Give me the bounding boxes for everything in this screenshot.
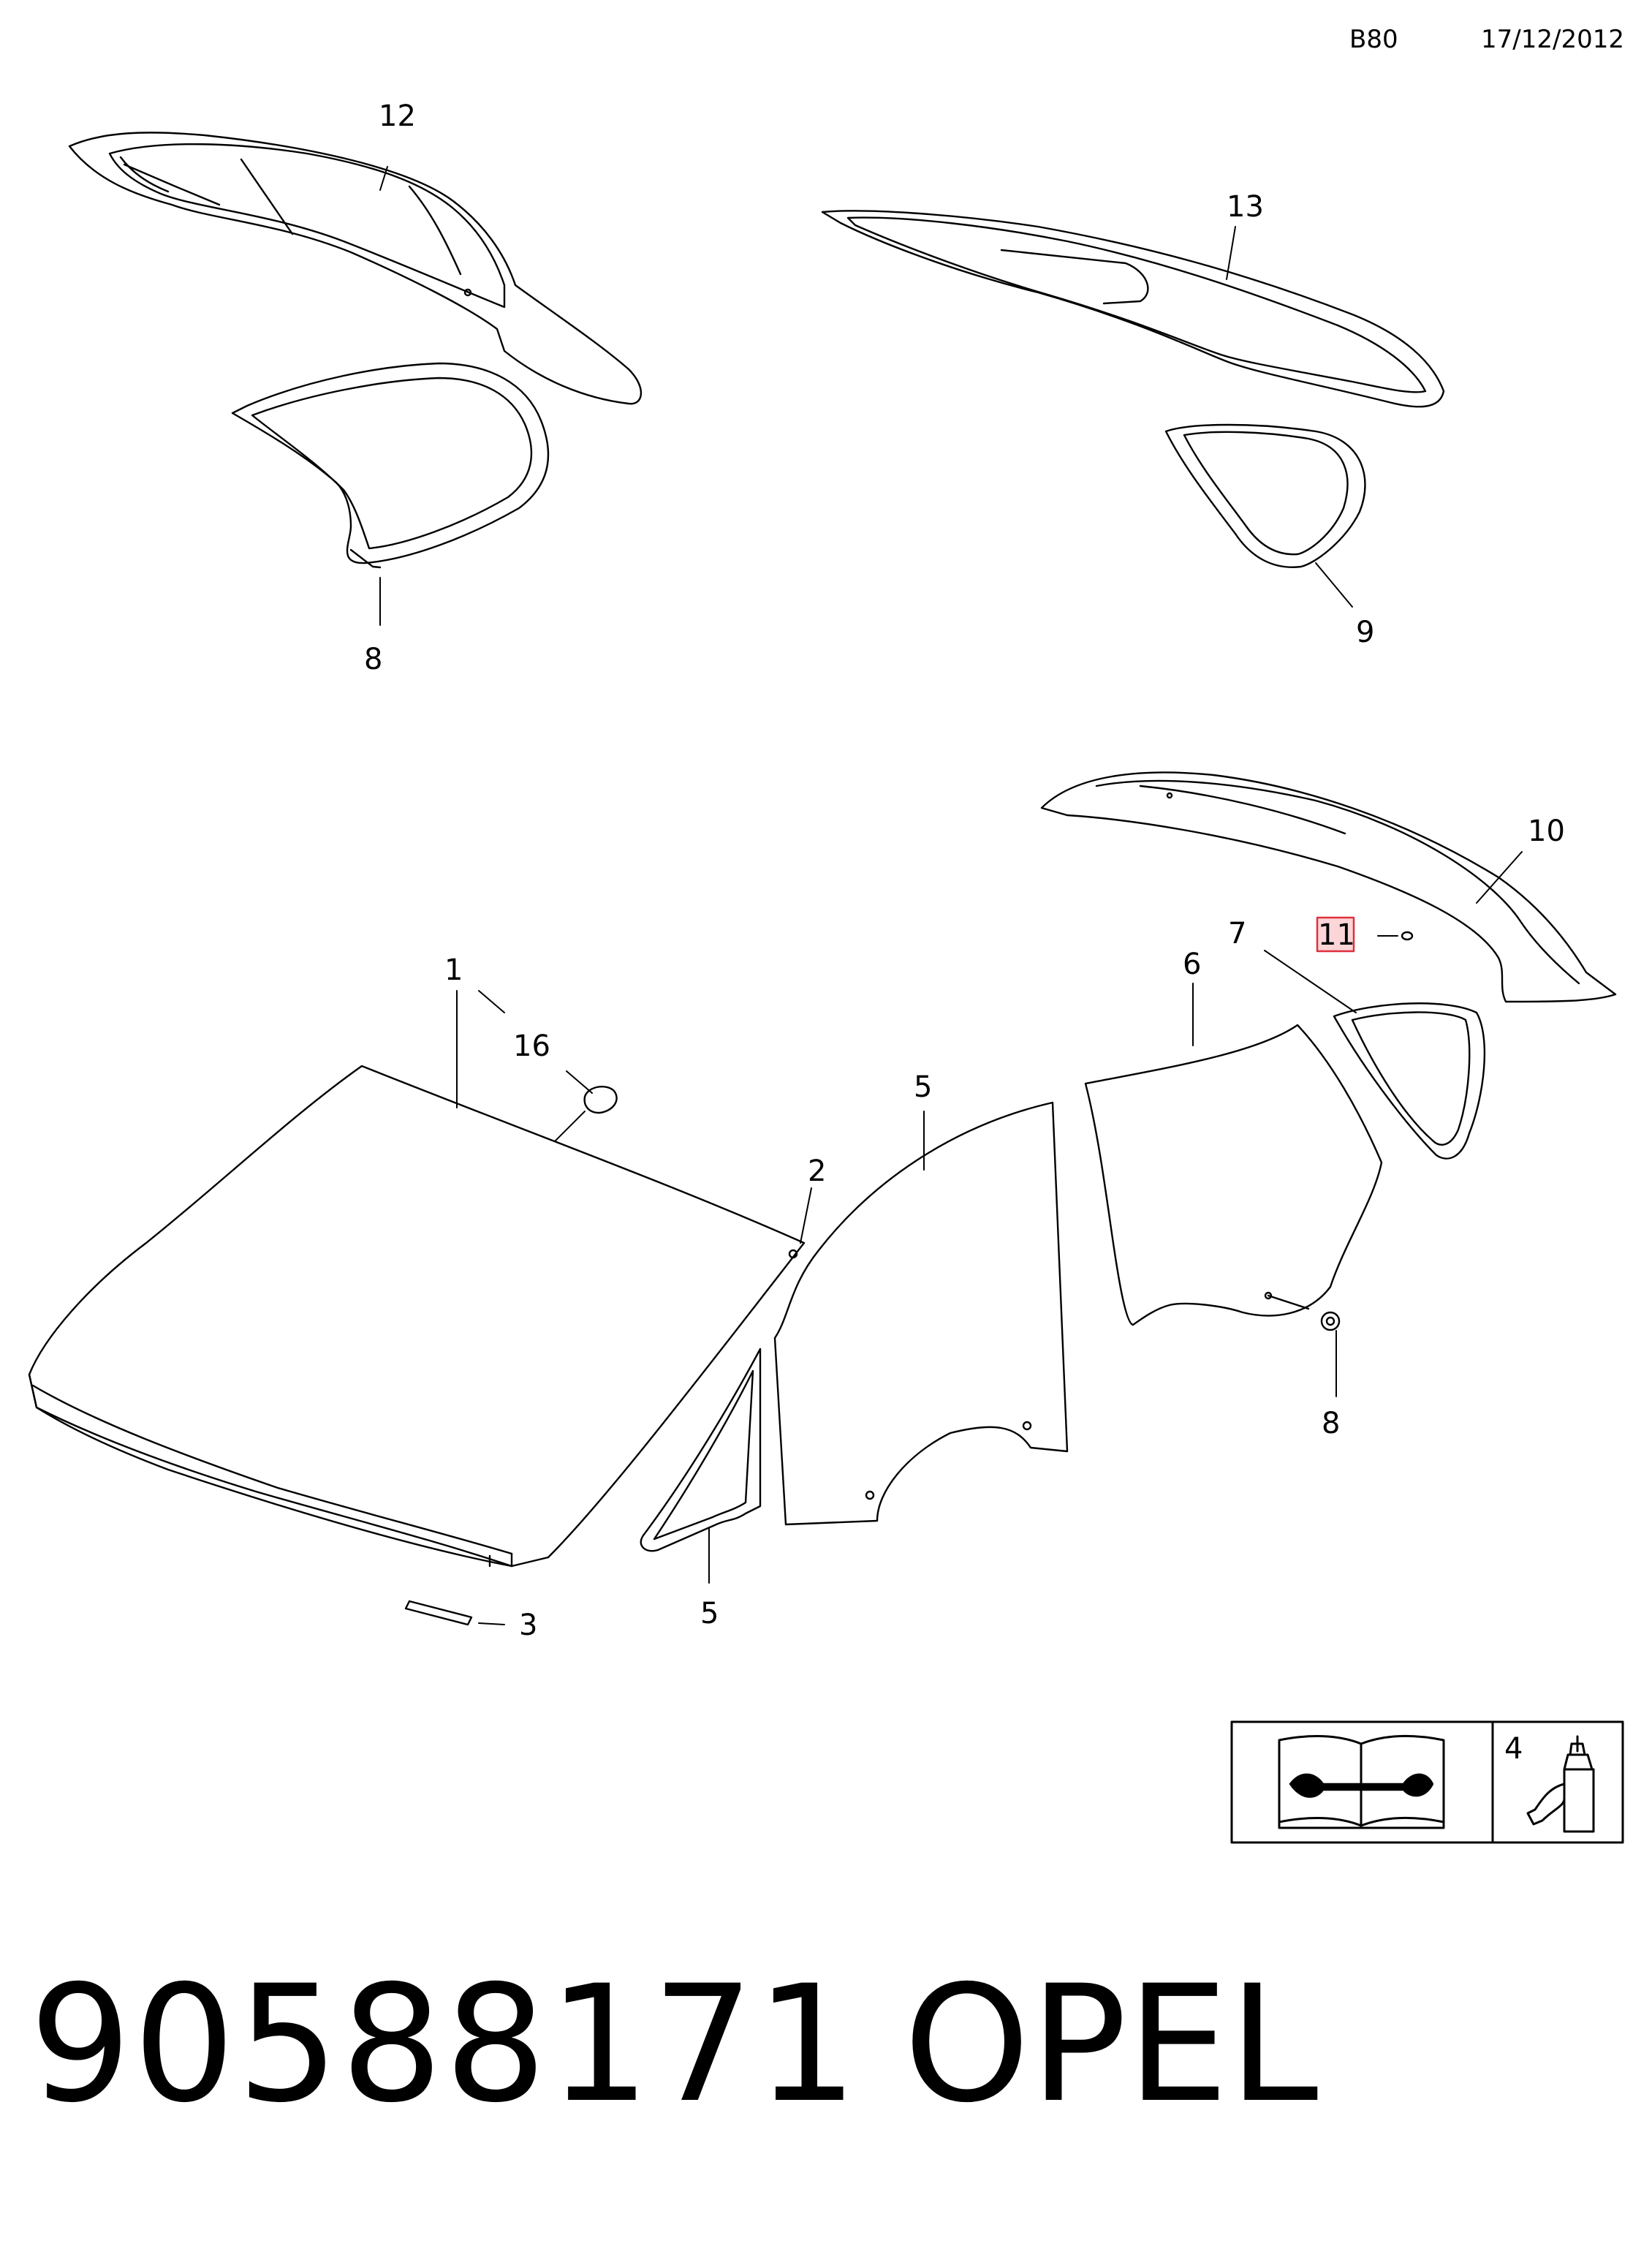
callout-5: 5 [700, 1597, 719, 1630]
service-manual-book-wrench-icon [1278, 1735, 1445, 1829]
callout-15: 13 [1227, 190, 1264, 224]
callout-10: 8 [364, 643, 382, 676]
legend-item-number: 4 [1504, 1732, 1523, 1766]
part-2-clip[interactable] [788, 1249, 798, 1259]
part-number: 90588171 [29, 1951, 860, 2138]
callout-7: 6 [1183, 948, 1201, 981]
legend-box: 4 [1230, 1720, 1624, 1844]
part-15-rear-window[interactable] [821, 210, 1445, 408]
part-11-quarter-window[interactable] [1164, 423, 1366, 568]
part-10-quarter-window[interactable] [231, 362, 550, 569]
callout-6: 5 [914, 1070, 932, 1104]
adhesive-bottle-icon [1526, 1735, 1595, 1833]
part-1-windshield[interactable] [28, 1065, 806, 1568]
part-3-trim-strip[interactable] [404, 1600, 473, 1626]
part-14-roof-glass[interactable] [68, 132, 643, 405]
callout-12: 10 [1528, 814, 1565, 848]
callout-2: 2 [808, 1154, 826, 1188]
part-16-sensor-pad[interactable] [583, 1085, 618, 1114]
callout-13-highlight [1316, 916, 1355, 953]
callout-13: 11 [1318, 918, 1355, 952]
diagram-date: 17/12/2012 [1481, 25, 1624, 54]
part-5-vent-seal[interactable] [640, 1347, 762, 1552]
callout-11: 9 [1356, 616, 1374, 649]
callout-3: 3 [519, 1609, 537, 1642]
callout-9: 7 [1228, 917, 1246, 950]
part-8-fastener[interactable] [1320, 1311, 1341, 1331]
callout-8: 8 [1322, 1407, 1340, 1440]
part-12-rear-hatch-glass[interactable] [1040, 771, 1617, 1003]
part-9-rear-vent[interactable] [1333, 1002, 1486, 1160]
callout-16: 16 [513, 1029, 550, 1063]
part-7-rear-door-glass[interactable] [1084, 1024, 1383, 1326]
part-13-clip[interactable] [1401, 931, 1414, 941]
callout-labels: 12 13 8 9 10 11 7 6 1 16 5 2 8 3 5 [364, 99, 1565, 1642]
part-6-front-door-glass[interactable] [773, 1101, 1069, 1526]
leader-lines [379, 166, 1523, 1625]
brand-name: OPEL [903, 1951, 1319, 2138]
callout-1: 1 [444, 953, 463, 987]
callout-14: 12 [379, 99, 416, 133]
diagram-code: B80 [1349, 25, 1398, 54]
